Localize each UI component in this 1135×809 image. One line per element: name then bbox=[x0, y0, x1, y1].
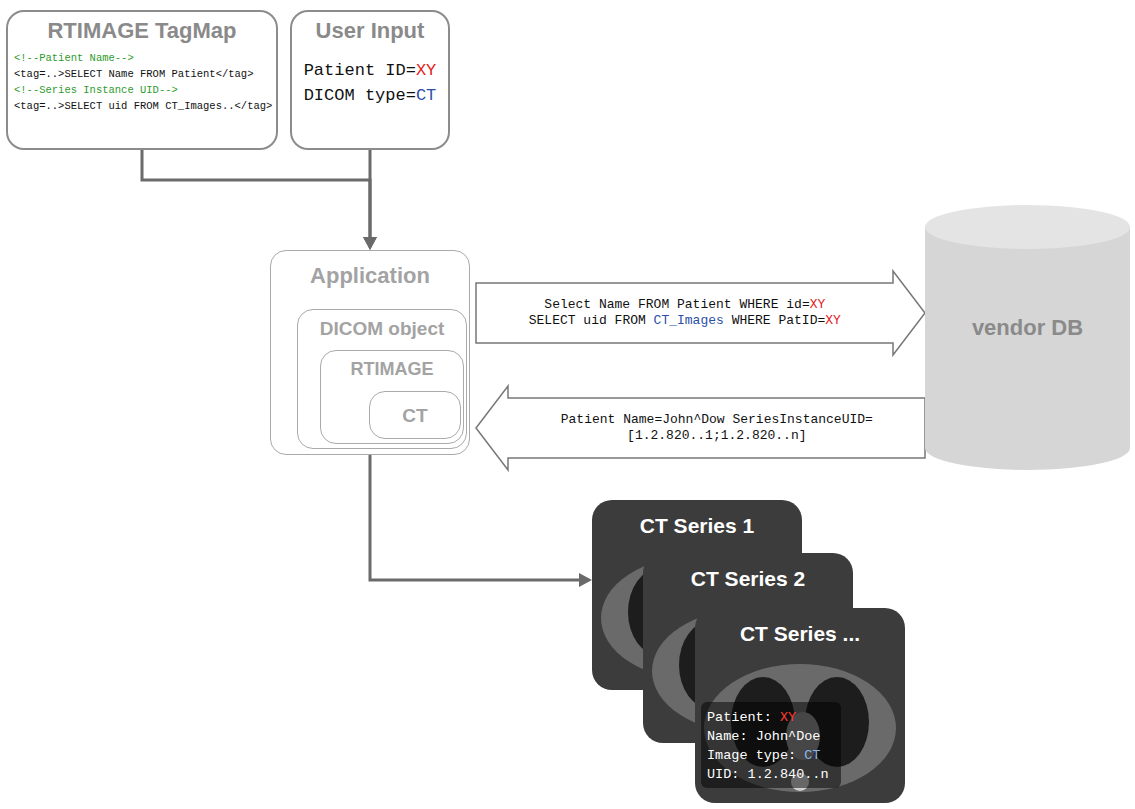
box-title: DICOM object bbox=[298, 310, 466, 340]
image-title: CT Series ... bbox=[695, 608, 905, 646]
connector bbox=[363, 150, 377, 250]
arrowhead bbox=[579, 573, 592, 587]
highlight-token: CT bbox=[416, 86, 436, 105]
box-title: RTIMAGE TagMap bbox=[8, 18, 276, 44]
code-line: <tag=..>SELECT uid FROM CT_Images..</tag… bbox=[8, 98, 276, 114]
ct-image bbox=[695, 608, 905, 803]
ct-series-image: CT Series ... Patient: XYName: John^DoeIm… bbox=[695, 608, 905, 803]
block-arrow-outline bbox=[476, 271, 925, 355]
image-overlay-text: Name: John^Doe bbox=[707, 727, 829, 746]
image-overlay-text: Image type: CT bbox=[707, 746, 829, 765]
highlight-token: XY bbox=[416, 61, 436, 80]
cylinder-top bbox=[925, 205, 1130, 249]
connector-line bbox=[369, 150, 372, 239]
input-line: Patient ID=XY bbox=[292, 58, 448, 83]
code-comment: <!--Patient Name--> bbox=[8, 50, 276, 66]
application-box: ApplicationDICOM objectRTIMAGE CT bbox=[270, 250, 470, 455]
cylinder-body bbox=[925, 227, 1130, 470]
connector-line bbox=[142, 150, 370, 239]
block-arrow bbox=[476, 271, 925, 355]
ct-box: CT bbox=[369, 391, 461, 439]
code-comment: <!--Series Instance UID--> bbox=[8, 82, 276, 98]
image-annotation: Patient: XYName: John^DoeImage type: CTU… bbox=[707, 708, 829, 784]
arrowhead bbox=[363, 237, 377, 250]
arrow-label: Select Name FROM Patient WHERE id=XY SEL… bbox=[521, 297, 849, 329]
highlight-token: XY bbox=[780, 710, 796, 725]
block-arrow-outline bbox=[476, 386, 925, 470]
box-title: Application bbox=[271, 251, 469, 289]
connector bbox=[370, 455, 592, 587]
highlight-token: XY bbox=[810, 297, 826, 312]
db-label: vendor DB bbox=[972, 315, 1083, 341]
dicom-object-box: DICOM objectRTIMAGE CT bbox=[297, 309, 467, 449]
input-line: DICOM type=CT bbox=[292, 83, 448, 108]
ct-series-image: CT Series 1 bbox=[592, 500, 802, 690]
highlight-token: CT bbox=[804, 748, 820, 763]
database-cylinder: vendor DB bbox=[925, 205, 1130, 470]
block-arrow bbox=[476, 386, 925, 470]
image-overlay-text: UID: 1.2.840..n bbox=[707, 765, 829, 784]
image-overlay-text: Patient: XY bbox=[707, 708, 829, 727]
highlight-token: XY bbox=[825, 313, 841, 328]
box-title: User Input bbox=[292, 18, 448, 44]
image-title: CT Series 2 bbox=[643, 553, 853, 591]
box-title: CT bbox=[370, 392, 460, 427]
image-title: CT Series 1 bbox=[592, 500, 802, 538]
connector bbox=[142, 150, 377, 250]
connector-line bbox=[370, 455, 581, 580]
highlight-token: CT_Images bbox=[654, 313, 724, 328]
box-title: RTIMAGE bbox=[321, 351, 463, 380]
tagmap-box: RTIMAGE TagMap<!--Patient Name--><tag=..… bbox=[6, 10, 278, 150]
arrow-label: Patient Name=John^Dow SeriesInstanceUID=… bbox=[553, 412, 881, 444]
input-box: User InputPatient ID=XYDICOM type=CT bbox=[290, 10, 450, 150]
code-line: <tag=..>SELECT Name FROM Patient</tag> bbox=[8, 66, 276, 82]
arrowhead bbox=[363, 237, 377, 250]
rtimage-box: RTIMAGE CT bbox=[320, 350, 464, 444]
